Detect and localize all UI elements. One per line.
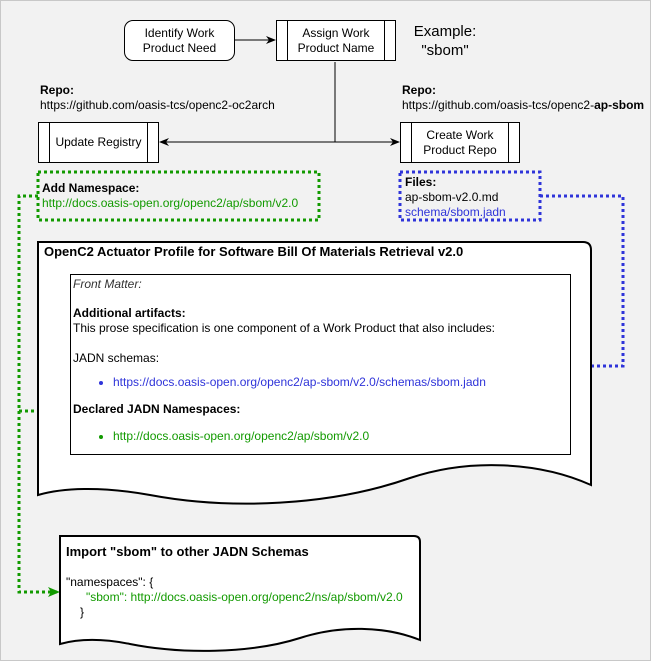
example-line1: Example: xyxy=(413,23,477,40)
assign-node: Assign Work Product Name xyxy=(276,20,396,61)
example-line2: "sbom" xyxy=(421,42,469,59)
import-key: "sbom": xyxy=(86,590,128,604)
identify-label: Identify Work Product Need xyxy=(142,25,217,55)
ns-heading: Declared JADN Namespaces: xyxy=(73,402,241,416)
example-label: Example: "sbom" xyxy=(404,22,486,60)
jadn-schema-list: https://docs.oasis-open.org/openc2/ap-sb… xyxy=(73,375,568,390)
ns-url[interactable]: http://docs.oasis-open.org/openc2/ap/sbo… xyxy=(113,429,568,444)
namespace-note-label: Add Namespace: xyxy=(42,181,140,195)
artifacts-text: This prose specification is one componen… xyxy=(73,321,495,335)
files-note-file2: schema/sbom.jadn xyxy=(405,205,506,219)
jadn-schemas-label: JADN schemas: xyxy=(73,351,160,365)
namespace-note-url: http://docs.oasis-open.org/openc2/ap/sbo… xyxy=(42,196,299,210)
green-dotted-connector xyxy=(17,194,60,597)
import-title: Import "sbom" to other JADN Schemas xyxy=(66,544,309,559)
repo-right-url: https://github.com/oasis-tcs/openc2-ap-s… xyxy=(402,98,644,113)
front-matter-label: Front Matter: xyxy=(73,277,142,291)
import-document-shape xyxy=(59,535,421,652)
create-repo-label: Create Work Product Repo xyxy=(423,127,497,157)
import-close: } xyxy=(80,605,85,619)
update-registry-label: Update Registry xyxy=(55,135,142,149)
files-note-label: Files: xyxy=(405,175,437,189)
jadn-schema-url[interactable]: https://docs.oasis-open.org/openc2/ap-sb… xyxy=(113,375,568,390)
artifacts-heading: Additional artifacts: xyxy=(73,306,186,320)
repo-left-url: https://github.com/oasis-tcs/openc2-oc2a… xyxy=(40,98,275,112)
create-repo-node: Create Work Product Repo xyxy=(400,122,520,163)
repo-right-url-bold: ap-sbom xyxy=(594,98,645,112)
spec-title: OpenC2 Actuator Profile for Software Bil… xyxy=(44,244,464,259)
namespace-note-border xyxy=(36,170,321,222)
repo-left-label: Repo: xyxy=(40,83,74,97)
import-line1: "namespaces": { xyxy=(66,575,154,589)
blue-dotted-connector xyxy=(540,194,625,371)
files-note-file1: ap-sbom-v2.0.md xyxy=(405,190,499,204)
ns-list: http://docs.oasis-open.org/openc2/ap/sbo… xyxy=(73,429,568,444)
import-namespace-entry: "sbom": http://docs.oasis-open.org/openc… xyxy=(86,590,403,605)
identify-node: Identify Work Product Need xyxy=(124,20,235,61)
import-value: http://docs.oasis-open.org/openc2/ns/ap/… xyxy=(130,590,403,604)
front-matter-panel: Front Matter: Additional artifacts: This… xyxy=(70,274,571,455)
assign-label: Assign Work Product Name xyxy=(297,25,375,55)
repo-right-label: Repo: xyxy=(402,83,436,97)
update-registry-node: Update Registry xyxy=(38,122,159,163)
repo-right-url-prefix: https://github.com/oasis-tcs/openc2- xyxy=(402,98,595,112)
